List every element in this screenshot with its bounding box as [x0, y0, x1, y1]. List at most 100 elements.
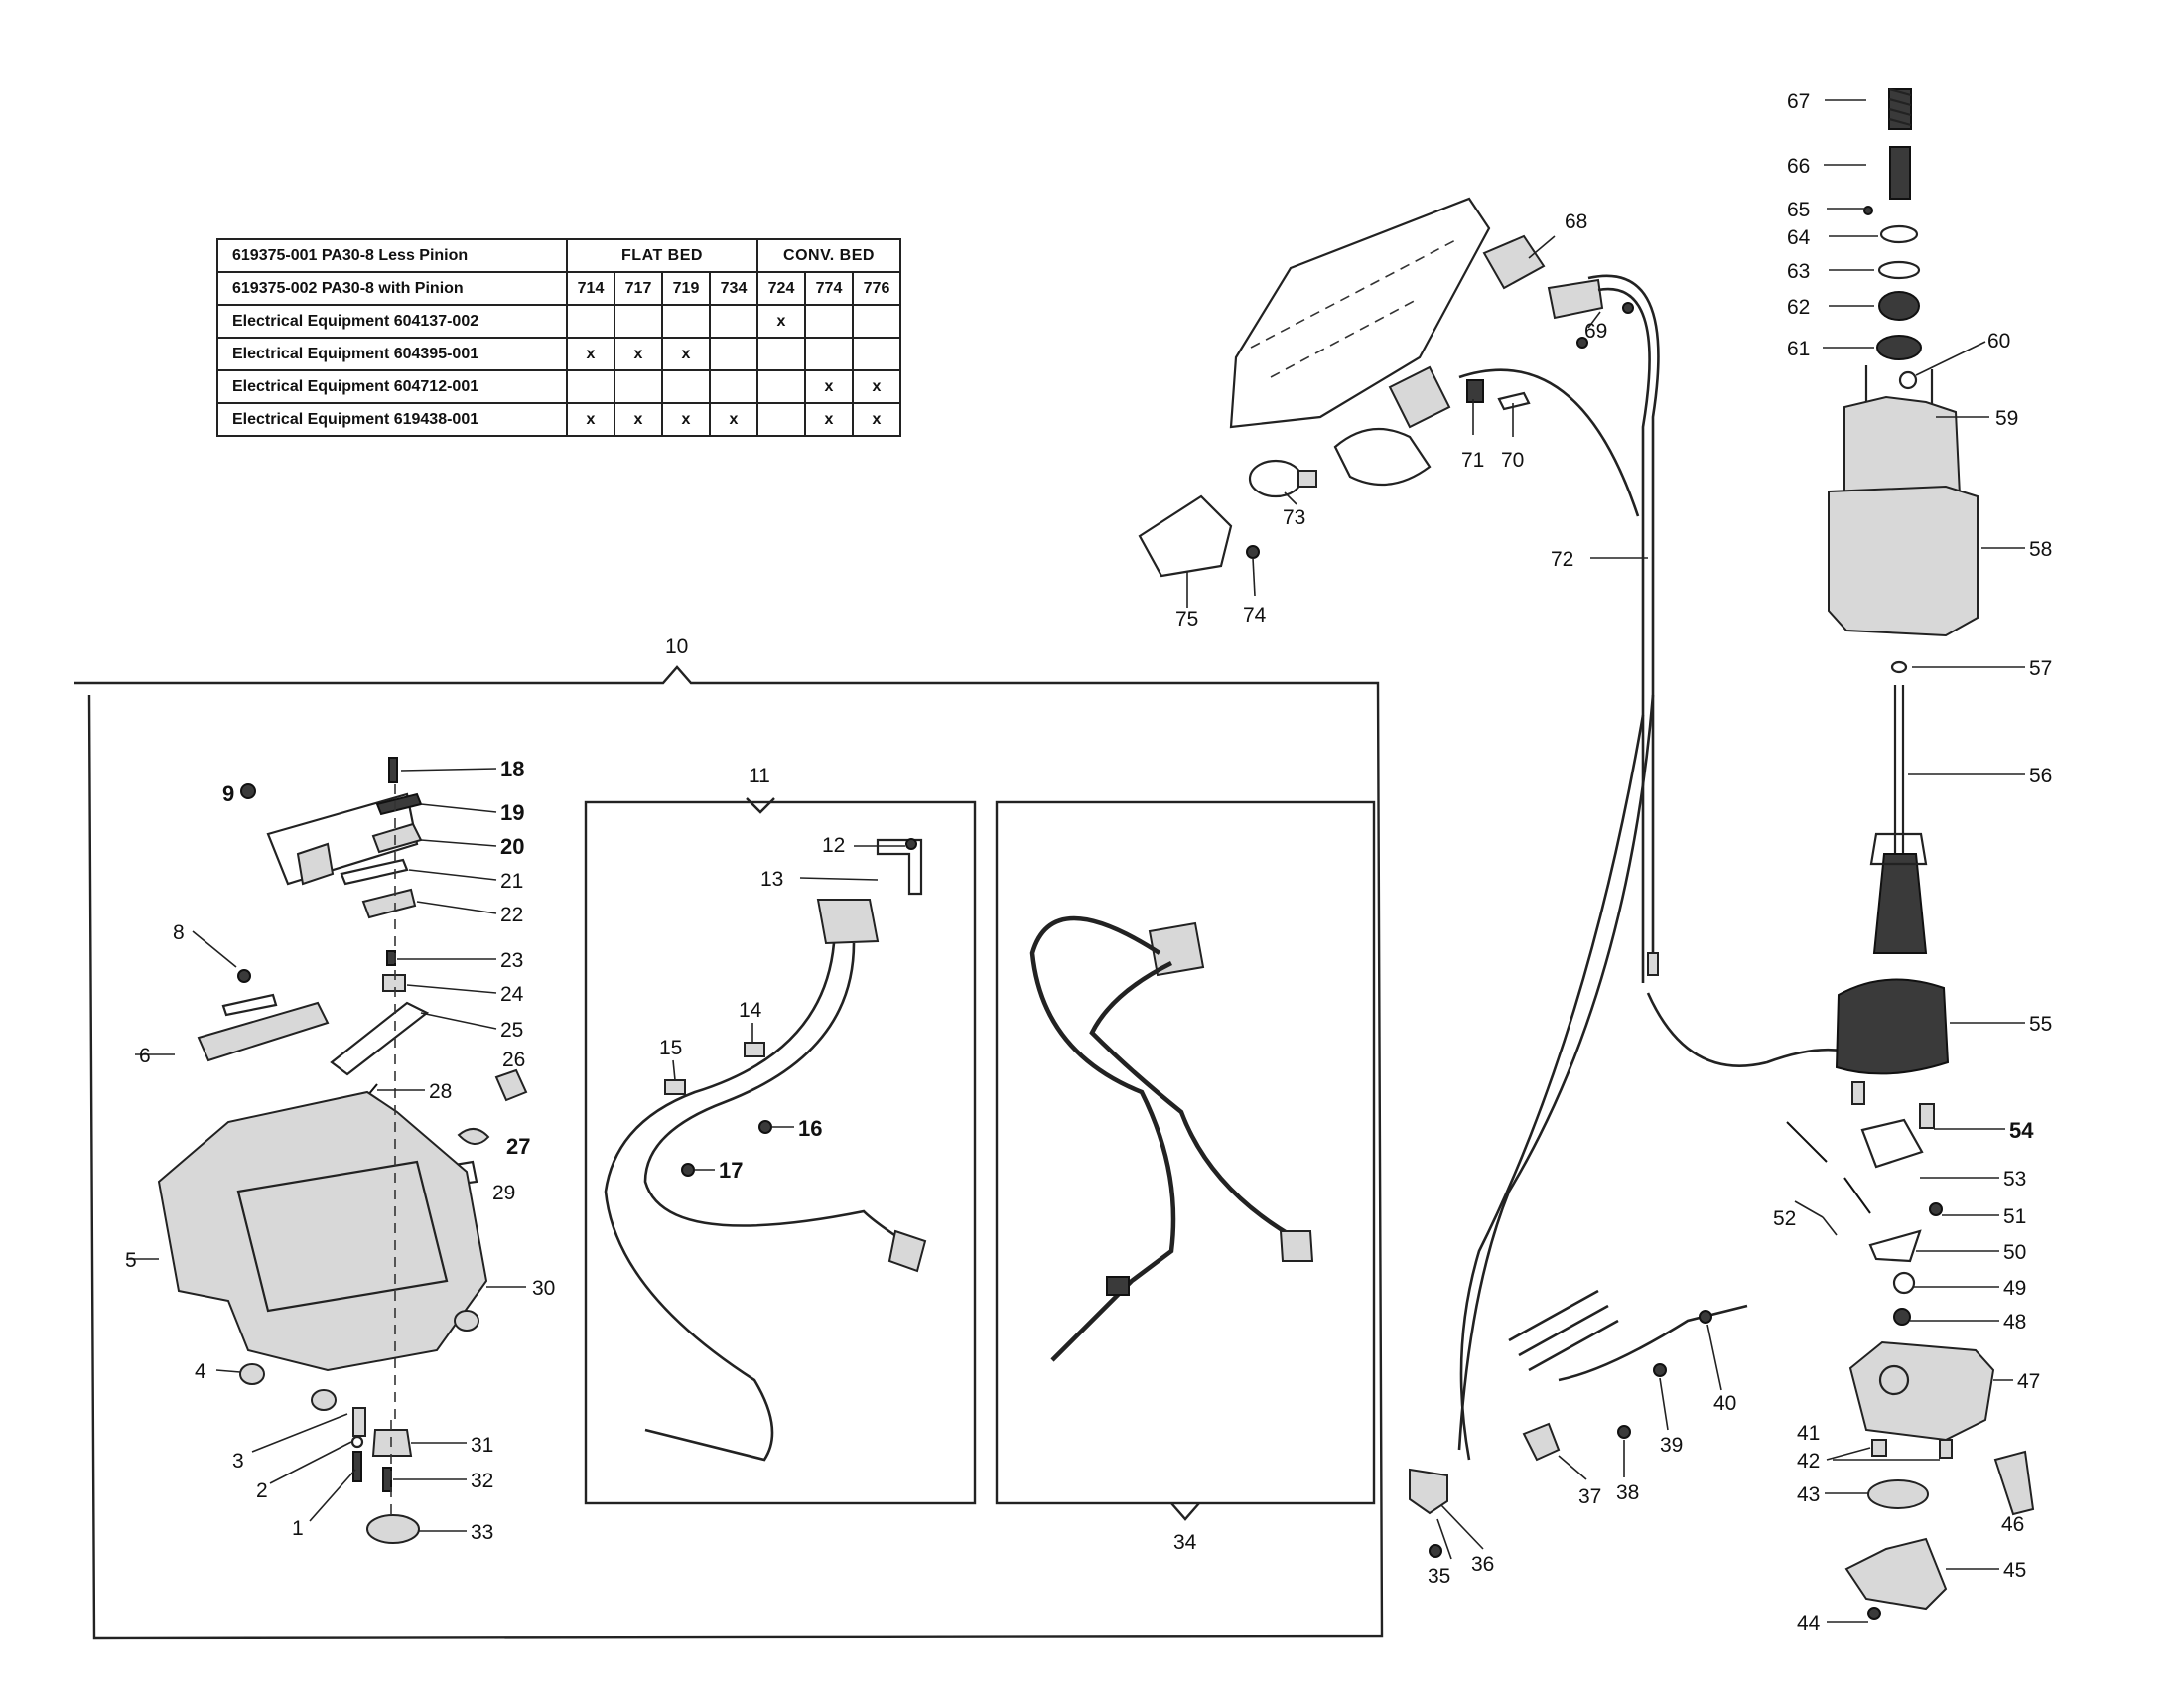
callout-59: 59	[1995, 407, 2018, 430]
callout-50: 50	[2003, 1241, 2026, 1264]
base-centre-line	[390, 784, 396, 1519]
frame-11-notch	[746, 797, 775, 814]
callout-21: 21	[500, 870, 523, 893]
part-24-clip	[382, 974, 406, 992]
part-57-washer	[1890, 660, 1908, 674]
callout-3: 3	[232, 1450, 244, 1473]
part-52-brushes	[1786, 1121, 1871, 1214]
callout-61: 61	[1787, 338, 1810, 360]
part-49-bearing	[1892, 1271, 1916, 1295]
part-21-plate	[340, 858, 409, 886]
callout-5: 5	[125, 1249, 137, 1272]
part-2-washer	[350, 1435, 364, 1449]
row-mark	[804, 304, 854, 339]
part-32-screw	[382, 1467, 392, 1492]
row-mark: x	[804, 402, 854, 437]
callout-35: 35	[1428, 1565, 1450, 1588]
part-63-washer	[1877, 260, 1921, 280]
callout-58: 58	[2029, 538, 2052, 561]
row-mark	[709, 304, 758, 339]
part-36-bracket	[1409, 1468, 1448, 1515]
frame-11	[584, 800, 977, 1505]
model-724: 724	[756, 271, 806, 306]
callout-43: 43	[1797, 1483, 1820, 1506]
callout-72: 72	[1551, 548, 1573, 571]
lamp-switch-assembly	[1138, 197, 1634, 578]
part-lamp-holder	[1333, 427, 1432, 487]
row-mark: x	[661, 337, 711, 371]
row-label: Electrical Equipment 604137-002	[216, 304, 568, 339]
table-header-label-2: 619375-002 PA30-8 with Pinion	[216, 271, 568, 306]
callout-51: 51	[2003, 1205, 2026, 1228]
callout-45: 45	[2003, 1559, 2026, 1582]
table-header-label-1: 619375-001 PA30-8 Less Pinion	[216, 238, 568, 273]
part-plug-34	[1279, 1230, 1314, 1262]
model-734: 734	[709, 271, 758, 306]
part-foot-2	[311, 1389, 337, 1411]
part-54-brush-holder	[1919, 1103, 1935, 1129]
callout-48: 48	[2003, 1311, 2026, 1333]
part-3-spacer	[352, 1407, 366, 1437]
part-13-bracket	[876, 838, 923, 896]
part-15-clip	[664, 1079, 686, 1095]
part-9-screw	[240, 783, 256, 799]
part-56-armature	[1872, 853, 1928, 954]
part-55-brush-holder-l	[1851, 1081, 1865, 1105]
part-74-screw	[1246, 545, 1260, 559]
part-14-clip	[744, 1042, 765, 1057]
callout-47: 47	[2017, 1370, 2040, 1393]
cord-72-strand-a	[1587, 274, 1660, 973]
table-row: Electrical Equipment 604395-001 x x x	[216, 337, 901, 371]
group-conv-bed: CONV. BED	[756, 238, 901, 273]
callout-29: 29	[492, 1182, 515, 1204]
callout-63: 63	[1787, 260, 1810, 283]
row-label: Electrical Equipment 619438-001	[216, 402, 568, 437]
part-51-nut	[1929, 1202, 1943, 1216]
cord-11-strand-b	[643, 942, 904, 1243]
callout-11: 11	[749, 765, 770, 787]
part-41-screw	[1871, 1439, 1887, 1457]
part-48-bushing	[1893, 1308, 1911, 1326]
row-mark	[661, 304, 711, 339]
callout-57: 57	[2029, 657, 2052, 680]
callout-44: 44	[1797, 1613, 1821, 1635]
part-lamp-socket	[1388, 365, 1451, 429]
part-39-screw	[1653, 1363, 1667, 1377]
part-34-plug	[1148, 921, 1205, 977]
callout-6: 6	[139, 1045, 151, 1067]
part-47-bore	[1878, 1364, 1910, 1396]
callout-70: 70	[1501, 449, 1524, 472]
callout-33: 33	[471, 1521, 493, 1544]
row-mark	[709, 337, 758, 371]
callout-2: 2	[256, 1479, 268, 1502]
cord-72-strand-b	[1597, 287, 1651, 983]
part-62-spring	[1878, 291, 1920, 321]
row-mark	[756, 402, 806, 437]
part-44-screw	[1867, 1607, 1881, 1620]
row-mark	[852, 304, 901, 339]
callout-38: 38	[1616, 1481, 1639, 1504]
mounting-bracket	[1229, 197, 1491, 429]
part-67-spring	[1888, 88, 1912, 130]
part-69-nut	[1576, 337, 1588, 349]
model-776: 776	[852, 271, 901, 306]
base-assembly	[157, 757, 528, 1544]
part-23-screw	[386, 950, 396, 966]
row-mark	[614, 304, 663, 339]
callout-49: 49	[2003, 1277, 2026, 1300]
callout-10: 10	[665, 635, 688, 658]
part-35-screw	[1429, 1544, 1442, 1558]
part-50-clip	[1868, 1229, 1922, 1263]
callout-64: 64	[1787, 226, 1811, 249]
callout-28: 28	[429, 1080, 452, 1103]
callout-40: 40	[1713, 1392, 1736, 1415]
part-8-screw	[237, 969, 251, 983]
part-20-block	[371, 822, 423, 854]
row-mark: x	[709, 402, 758, 437]
frame-34-notch	[1170, 1502, 1200, 1521]
callout-15: 15	[659, 1037, 682, 1059]
leader-lines	[129, 99, 2025, 1623]
cord-72-loop-a	[1457, 694, 1655, 1451]
row-mark: x	[566, 402, 615, 437]
